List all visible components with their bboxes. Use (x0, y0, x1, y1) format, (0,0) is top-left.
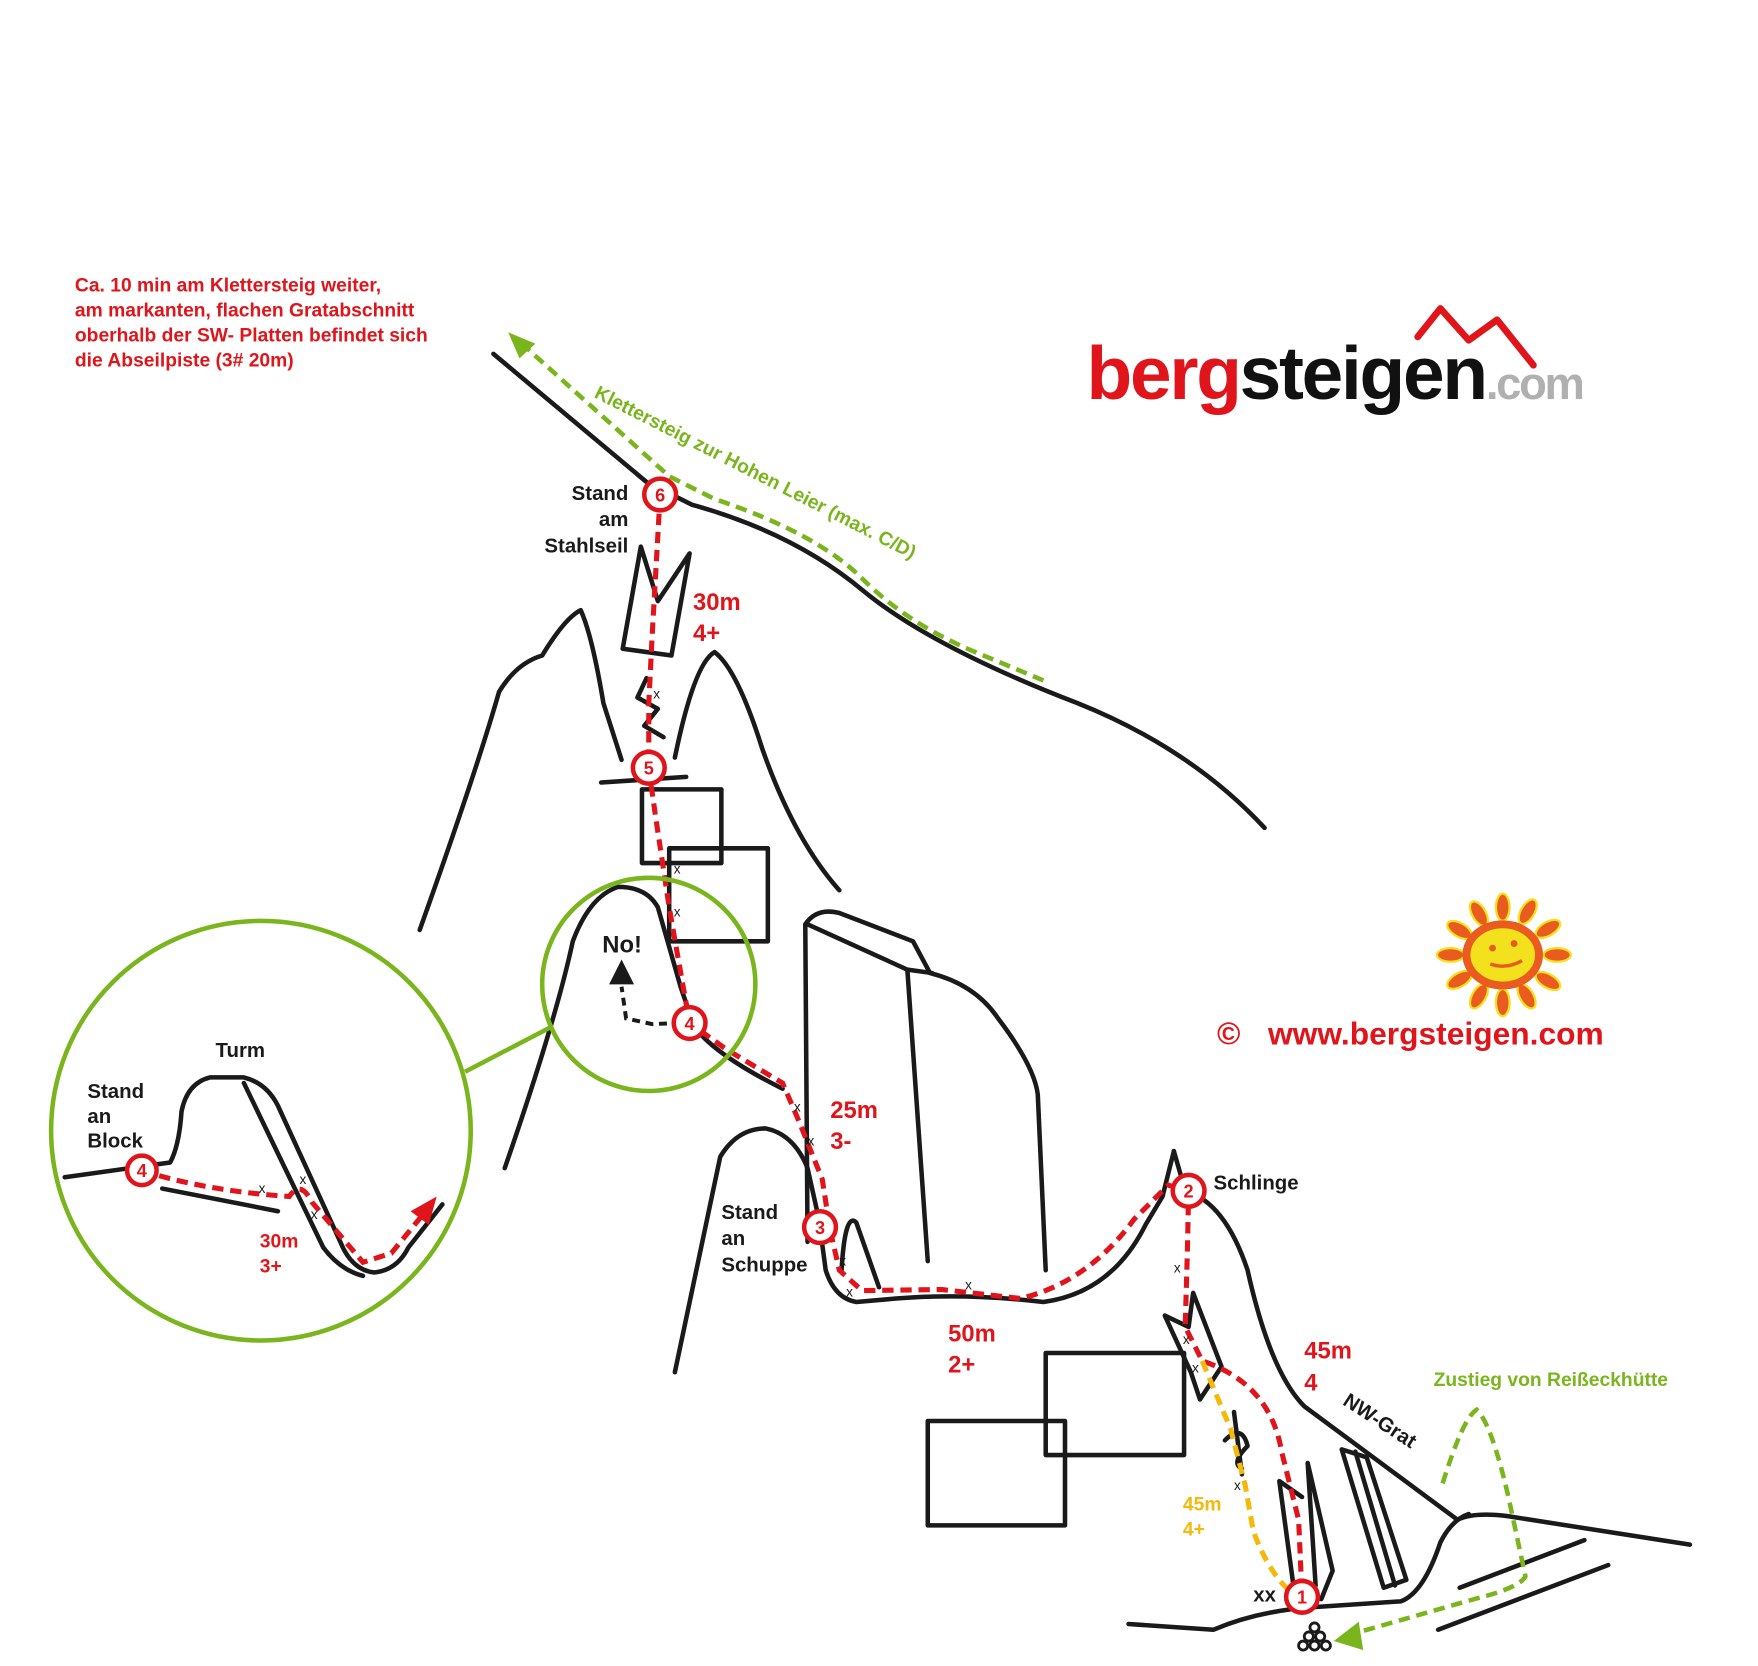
svg-text:bergsteigen.com: bergsteigen.com (1087, 331, 1583, 415)
logo-com: .com (1486, 358, 1583, 409)
svg-text:Stahlseil: Stahlseil (544, 535, 628, 557)
no-label: No! (602, 932, 642, 959)
mountain-logo-icon (1414, 305, 1537, 369)
svg-text:4: 4 (685, 1014, 695, 1034)
svg-text:Schuppe: Schuppe (721, 1254, 807, 1276)
logo-steigen: steigen (1240, 331, 1486, 415)
svg-text:x: x (299, 1172, 306, 1187)
svg-text:45m: 45m (1304, 1338, 1352, 1365)
svg-text:x: x (808, 1133, 815, 1148)
station-5: 5 (630, 749, 667, 786)
arrow-icon (410, 1196, 437, 1225)
svg-text:x: x (674, 904, 681, 919)
approach-path (1354, 1406, 1528, 1636)
klettersteig-label: Klettersteig zur Hohen Leier (max. C/D) (591, 383, 919, 564)
svg-text:x: x (839, 1254, 846, 1269)
copyright: © www.bergsteigen.com (1217, 1016, 1604, 1052)
svg-text:x: x (965, 1277, 972, 1292)
svg-text:4: 4 (1304, 1369, 1318, 1396)
station-6-label: Stand am Stahlseil (544, 483, 628, 557)
svg-text:x: x (1192, 1360, 1199, 1375)
gear-depot-icon (1297, 1621, 1332, 1652)
svg-text:x: x (794, 1099, 801, 1114)
svg-text:3: 3 (815, 1218, 825, 1238)
arrow-icon (1333, 1621, 1364, 1651)
bolt-marks: x x x x x x x x x x x x xx (653, 687, 1276, 1607)
note-line: am markanten, flachen Gratabschnitt (75, 300, 415, 321)
svg-text:Block: Block (87, 1131, 143, 1153)
svg-text:4+: 4+ (693, 620, 720, 647)
svg-text:3-: 3- (830, 1128, 851, 1155)
inset-station-4: 4 (124, 1153, 159, 1188)
svg-text:25m: 25m (830, 1097, 878, 1124)
note-line: Ca. 10 min am Klettersteig weiter, (75, 275, 381, 296)
svg-text:x: x (1234, 1478, 1241, 1493)
svg-text:Stand: Stand (572, 483, 629, 505)
svg-text:1: 1 (1297, 1588, 1307, 1608)
note-line: oberhalb der SW- Platten befindet sich (75, 325, 428, 346)
station-6: 6 (641, 476, 679, 513)
svg-text:x: x (1174, 1260, 1181, 1275)
svg-text:3+: 3+ (260, 1256, 282, 1277)
highlight-circle (539, 875, 758, 1094)
klettersteig-path (520, 341, 1045, 683)
station-2-label: Schlinge (1214, 1173, 1299, 1195)
svg-text:x: x (674, 861, 681, 876)
bergsteigen-logo: bergsteigen.com (1087, 305, 1585, 415)
svg-text:x: x (846, 1284, 853, 1299)
svg-text:Stand: Stand (721, 1202, 778, 1224)
station-4: 4 (671, 1004, 708, 1042)
inset-connector (464, 1025, 552, 1074)
main-route (646, 495, 1305, 1596)
svg-text:x: x (653, 687, 660, 702)
svg-text:an: an (721, 1228, 745, 1250)
arrow-icon (508, 332, 536, 359)
svg-text:6: 6 (655, 485, 665, 505)
copyright-symbol: © (1217, 1016, 1240, 1052)
svg-text:4+: 4+ (1183, 1520, 1205, 1541)
svg-text:x: x (259, 1181, 266, 1196)
svg-text:an: an (87, 1106, 111, 1128)
svg-text:Stand: Stand (87, 1081, 144, 1103)
inset-tower-label: Turm (216, 1040, 266, 1062)
svg-text:30m: 30m (693, 589, 741, 616)
arrow-up-icon (609, 959, 635, 985)
svg-text:45m: 45m (1183, 1495, 1222, 1516)
svg-text:4: 4 (137, 1161, 147, 1181)
detail-inset: x x x 4 Stand an Block Turm 30m 3+ (48, 918, 473, 1343)
station-2: 2 (1170, 1172, 1207, 1209)
svg-text:xx: xx (1253, 1584, 1276, 1606)
inset-stand-label: Stand an Block (87, 1081, 144, 1153)
svg-text:x: x (311, 1207, 318, 1222)
svg-text:2+: 2+ (948, 1351, 975, 1378)
station-3-label: Stand an Schuppe (721, 1202, 807, 1276)
approach-label: Zustieg von Reißeckhütte (1434, 1370, 1669, 1391)
rappel-note: Ca. 10 min am Klettersteig weiter, am ma… (75, 275, 428, 371)
station-1: 1 (1283, 1578, 1321, 1615)
logo-berg: berg (1087, 331, 1240, 415)
note-line: die Abseilpiste (3# 20m) (75, 350, 294, 371)
svg-text:5: 5 (644, 759, 654, 779)
svg-text:50m: 50m (948, 1321, 996, 1348)
station-3: 3 (801, 1208, 839, 1246)
variant-route (1199, 1359, 1295, 1596)
svg-text:x: x (1183, 1332, 1190, 1347)
wrong-way-path (619, 986, 681, 1027)
svg-text:am: am (599, 509, 629, 531)
sun-icon (1435, 892, 1572, 1018)
svg-text:2: 2 (1184, 1182, 1194, 1202)
copyright-url: www.bergsteigen.com (1267, 1016, 1604, 1052)
inset-pitch: 30m 3+ (260, 1232, 299, 1278)
svg-text:30m: 30m (260, 1232, 299, 1253)
